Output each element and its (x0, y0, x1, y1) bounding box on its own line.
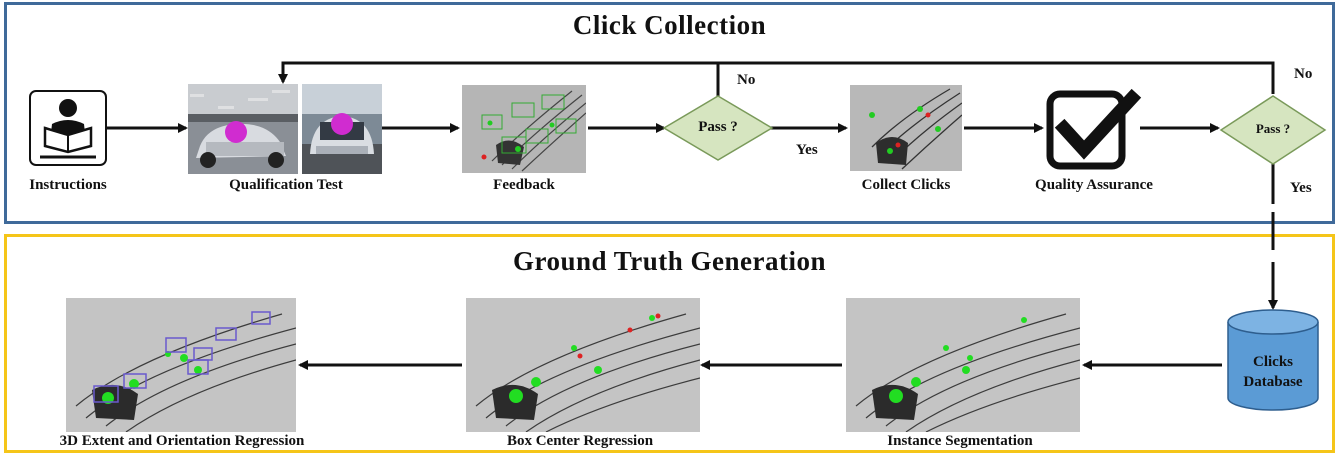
label-box-center-regression: Box Center Regression (507, 433, 653, 450)
decision-1-label: Pass ? (698, 119, 738, 136)
label-instance-segmentation: Instance Segmentation (887, 433, 1032, 450)
label-feedback: Feedback (493, 177, 555, 194)
qualification-camera-image (302, 84, 382, 174)
box-center-regression-image (466, 298, 700, 432)
decision-1-no: No (737, 72, 755, 89)
decision-2-yes: Yes (1290, 180, 1312, 197)
label-quality-assurance: Quality Assurance (1035, 177, 1153, 194)
label-collect-clicks: Collect Clicks (862, 177, 951, 194)
label-instructions: Instructions (29, 177, 107, 194)
decision-1-yes: Yes (796, 142, 818, 159)
instructions-reading-icon (30, 91, 106, 165)
decision-2-label: Pass ? (1256, 121, 1290, 137)
extent-orientation-image (66, 298, 296, 432)
collect-clicks-image (850, 85, 962, 171)
checkmark-icon (1050, 94, 1132, 166)
database-label-line2: Database (1243, 374, 1302, 391)
qualification-pointcloud-image (188, 84, 298, 174)
label-qualification-test: Qualification Test (229, 177, 343, 194)
decision-2-no: No (1294, 66, 1312, 83)
label-extent-orientation: 3D Extent and Orientation Regression (60, 433, 305, 450)
database-label-line1: Clicks (1253, 354, 1293, 371)
instance-segmentation-image (846, 298, 1080, 432)
feedback-image (462, 85, 586, 173)
loop-line-no (283, 63, 1273, 94)
